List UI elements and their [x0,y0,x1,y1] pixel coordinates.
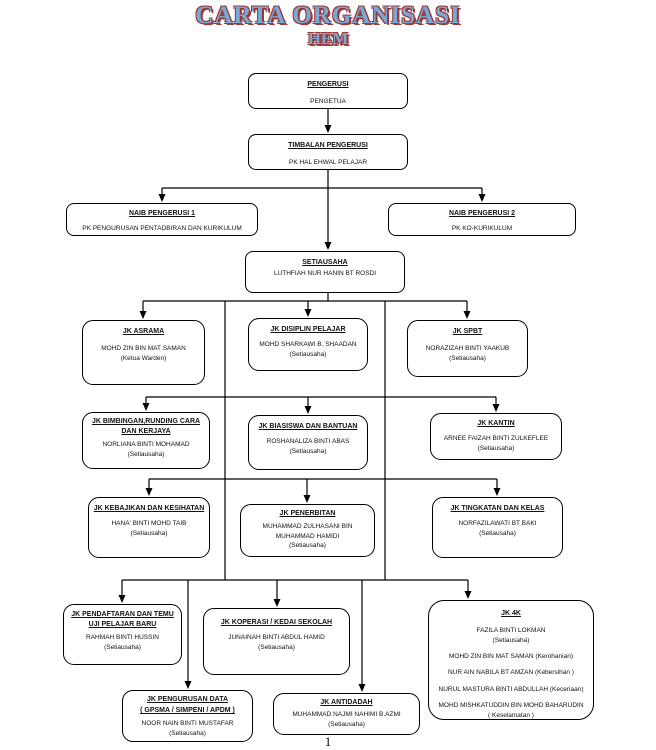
node-name: HANA' BINTI MOHD TAIB [111,520,187,528]
node-heading: JK KANTIN [477,420,515,427]
node-role: (Setiausaha) [289,541,326,549]
node-heading: JK 4K [501,610,521,617]
node-heading: TIMBALAN PENGERUSI [288,142,368,149]
node-heading: NAIB PENGERUSI 2 [448,210,516,217]
node-heading: JK PENGURUSAN DATA [146,696,229,703]
node-member-line: ( Keselamatan ) [488,711,534,719]
node-heading: JK DISIPLIN PELAJAR [270,326,346,333]
node-role: (Setiausaha) [328,720,365,728]
node-name: NORFAZILAWATI BT BAKI [458,520,537,528]
node-heading: JK BIMBINGAN,RUNDING CARA DAN KERJAYA [91,418,201,436]
node-jk-spbt: JK SPBT NORAZIZAH BINTI YAAKUB (Setiausa… [407,320,528,377]
node-naib-pengerusi-1: NAIB PENGERUSI 1 PK PENGURUSAN PENTADBIR… [66,203,258,236]
node-name: MUHAMMAD NAJMI NAHIMI B.AZMI [292,711,401,719]
node-member-line: (Setiausaha) [492,636,530,644]
node-name: PK PENGURUSAN PENTADBIRAN DAN KURIKULUM [82,225,242,233]
node-jk-disiplin-pelajar: JK DISIPLIN PELAJAR MOHD SHARKAWI B. SHA… [248,318,368,371]
node-heading: NAIB PENGERUSI 1 [128,210,196,217]
node-heading: SETIAUSAHA [302,259,348,266]
node-name: ARNEE FAIZAH BINTI ZULKEFLEE [443,435,549,443]
arrowheads [118,125,501,692]
node-jk-penerbitan: JK PENERBITAN MUHAMMAD ZULHASANI BIN MUH… [240,504,375,557]
node-name: MOHD ZIN BIN MAT SAMAN [101,345,186,353]
node-role: (Setiausaha) [258,643,295,651]
node-jk-kebajikan: JK KEBAJIKAN DAN KESIHATAN HANA' BINTI M… [88,497,210,558]
node-role: (Setiausaha) [289,350,327,358]
node-jk-4k: JK 4K FAZILA BINTI LOKMAN (Setiausaha) M… [428,600,594,720]
node-role: (Setiausaha) [477,444,515,452]
page-number: 1 [324,734,332,749]
node-jk-pengurusan-data: JK PENGURUSAN DATA ( GPSMA / SIMPENI / A… [122,690,253,742]
node-jk-pendaftaran: JK PENDAFTARAN DAN TEMU UJI PELAJAR BARU… [63,604,182,665]
node-name: PENGETUA [310,98,346,106]
node-name: NOOR NAIN BINTI MUSTAFAR [141,720,234,728]
node-jk-asrama: JK ASRAMA MOHD ZIN BIN MAT SAMAN (Ketua … [82,320,205,385]
node-heading-line2: ( GPSMA / SIMPENI / APDM ) [140,707,235,715]
node-role: (Setiausaha) [449,354,486,362]
node-role: (Setiausaha) [127,450,165,458]
node-heading: PENGERUSI [307,81,349,88]
node-name: MOHD SHARKAWI B. SHAADAN [259,341,357,349]
node-name: NORAZIZAH BINTI YAAKUB [425,345,510,353]
node-role: (Setiausaha) [169,729,206,737]
chart-title-line2: HEM [307,29,349,48]
node-heading: JK PENERBITAN [279,510,336,517]
node-heading: JK KOPERASI / KEDAI SEKOLAH [220,619,333,626]
node-heading: JK ANTIDADAH [320,699,373,706]
node-timbalan-pengerusi: TIMBALAN PENGERUSI PK HAL EHWAL PELAJAR [248,134,408,170]
node-pengerusi: PENGERUSI PENGETUA [248,73,408,109]
node-role: (Setiausaha) [479,529,516,537]
node-heading: JK KEBAJIKAN DAN KESIHATAN [93,505,205,512]
node-heading: JK SPBT [452,328,483,335]
node-name: PK HAL EHWAL PELAJAR [288,159,368,167]
node-name: NORLIANA BINTI MOHAMAD [102,441,190,449]
node-jk-bimbingan: JK BIMBINGAN,RUNDING CARA DAN KERJAYA NO… [82,412,210,469]
chart-title-line1: CARTA ORGANISASI [195,2,461,29]
node-member-line: NURUL MASTURA BINTI ABDULLAH (Keceriaan) [438,685,584,693]
node-role: (Setiausaha) [130,529,168,537]
node-jk-biasiswa: JK BIASISWA DAN BANTUAN ROSHANALIZA BINT… [248,415,368,470]
node-name: MUHAMMAD ZULHASANI BIN MUHAMMAD HAMIDI [262,523,353,540]
node-jk-kantin: JK KANTIN ARNEE FAIZAH BINTI ZULKEFLEE (… [430,413,562,460]
node-name: ROSHANALIZA BINTI ABAS [266,438,350,446]
node-role: (Setiausaha) [289,447,327,455]
node-name: PK KO-KURIKULUM [451,225,513,233]
node-member-line: MOHD MISHKATUDDIN BIN MOHD BAHARUDIN [438,702,584,710]
node-jk-antidadah: JK ANTIDADAH MUHAMMAD NAJMI NAHIMI B.AZM… [273,693,420,735]
node-name: JUNAINAH BINTI ABDUL HAMID [228,634,325,642]
node-name: RAHMAH BINTI HUSSIN [86,634,159,642]
node-naib-pengerusi-2: NAIB PENGERUSI 2 PK KO-KURIKULUM [388,203,576,236]
node-heading: JK PENDAFTARAN DAN TEMU UJI PELAJAR BARU [71,611,174,629]
node-heading: JK BIASISWA DAN BANTUAN [258,423,358,430]
node-heading: JK TINGKATAN DAN KELAS [450,505,545,512]
chart-title: CARTA ORGANISASI HEM [0,3,656,47]
node-member-line: FAZILA BINTI LOKMAN [476,627,546,635]
node-jk-koperasi: JK KOPERASI / KEDAI SEKOLAH JUNAINAH BIN… [203,608,350,675]
node-heading: JK ASRAMA [122,328,165,335]
node-role: (Setiausaha) [104,643,141,651]
node-role: (Ketua Warden) [120,354,167,362]
node-name: LUTHFIAH NUR HANIN BT ROSDI [273,270,377,278]
node-jk-tingkatan: JK TINGKATAN DAN KELAS NORFAZILAWATI BT … [432,497,563,558]
node-member-line: MOHD ZIN BIN MAT SAMAN (Kerohanian) [448,652,573,660]
node-member-line: NUR AIN NABILA BT AMZAN (Kebersihan ) [448,669,574,677]
node-setiausaha: SETIAUSAHA LUTHFIAH NUR HANIN BT ROSDI [245,251,405,293]
